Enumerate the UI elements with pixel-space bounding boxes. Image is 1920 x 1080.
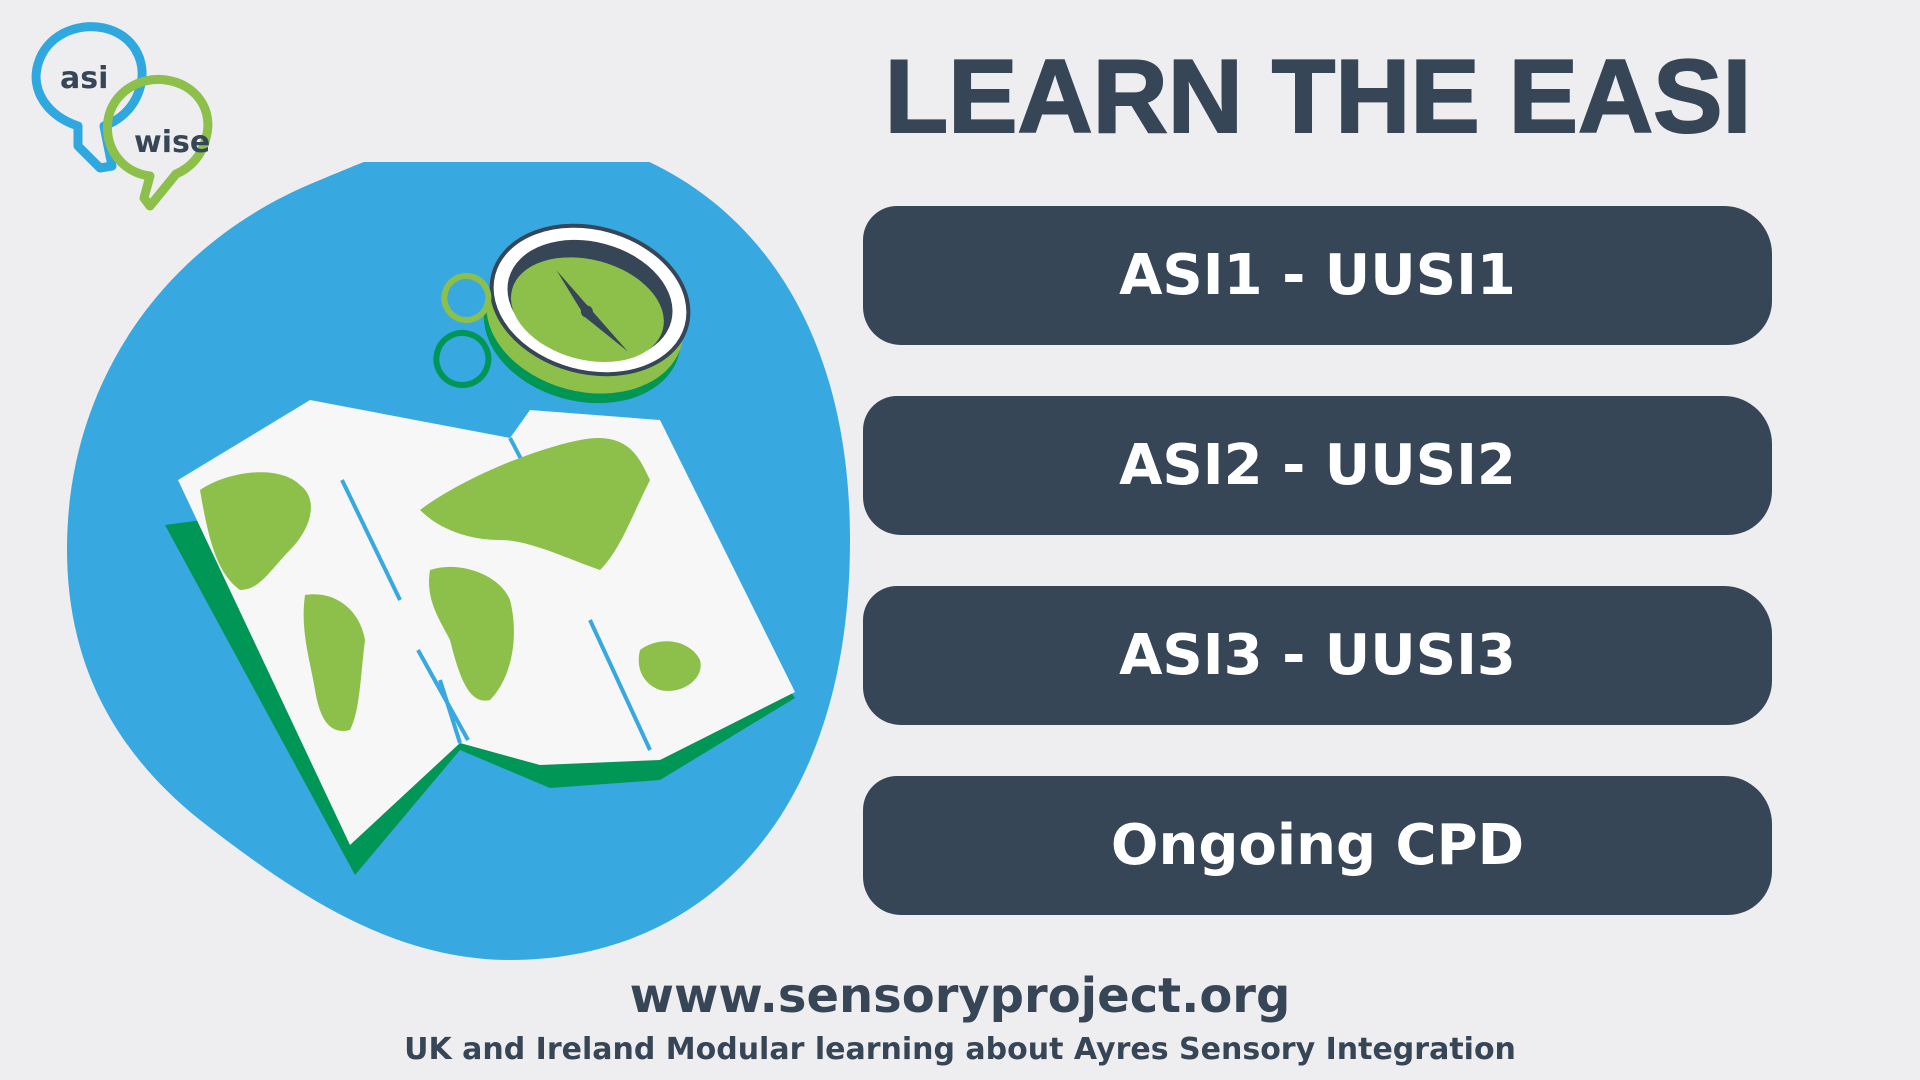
module-label: ASI1 - UUSI1 bbox=[1119, 243, 1516, 308]
module-button-ongoing-cpd[interactable]: Ongoing CPD bbox=[863, 776, 1772, 915]
module-button-asi2[interactable]: ASI2 - UUSI2 bbox=[863, 396, 1772, 535]
continent-eurasia bbox=[420, 438, 650, 570]
website-link[interactable]: www.sensoryproject.org bbox=[629, 968, 1291, 1024]
tagline: UK and Ireland Modular learning about Ay… bbox=[404, 1032, 1516, 1067]
logo-word-wise: wise bbox=[134, 125, 210, 160]
logo-word-asi: asi bbox=[60, 61, 108, 96]
module-label: Ongoing CPD bbox=[1110, 813, 1525, 878]
continent-americas-north bbox=[200, 472, 311, 590]
compass bbox=[433, 223, 691, 404]
continent-australia bbox=[638, 641, 701, 691]
page-title: LEARN THE EASI bbox=[884, 39, 1753, 156]
asiwise-logo: asi wise bbox=[20, 16, 235, 216]
map-compass-illustration bbox=[60, 129, 860, 970]
continent-americas-south bbox=[303, 594, 365, 731]
module-button-asi1[interactable]: ASI1 - UUSI1 bbox=[863, 206, 1772, 345]
module-label: ASI3 - UUSI3 bbox=[1119, 623, 1516, 688]
continent-africa bbox=[429, 566, 514, 701]
module-button-asi3[interactable]: ASI3 - UUSI3 bbox=[863, 586, 1772, 725]
module-label: ASI2 - UUSI2 bbox=[1119, 433, 1516, 498]
